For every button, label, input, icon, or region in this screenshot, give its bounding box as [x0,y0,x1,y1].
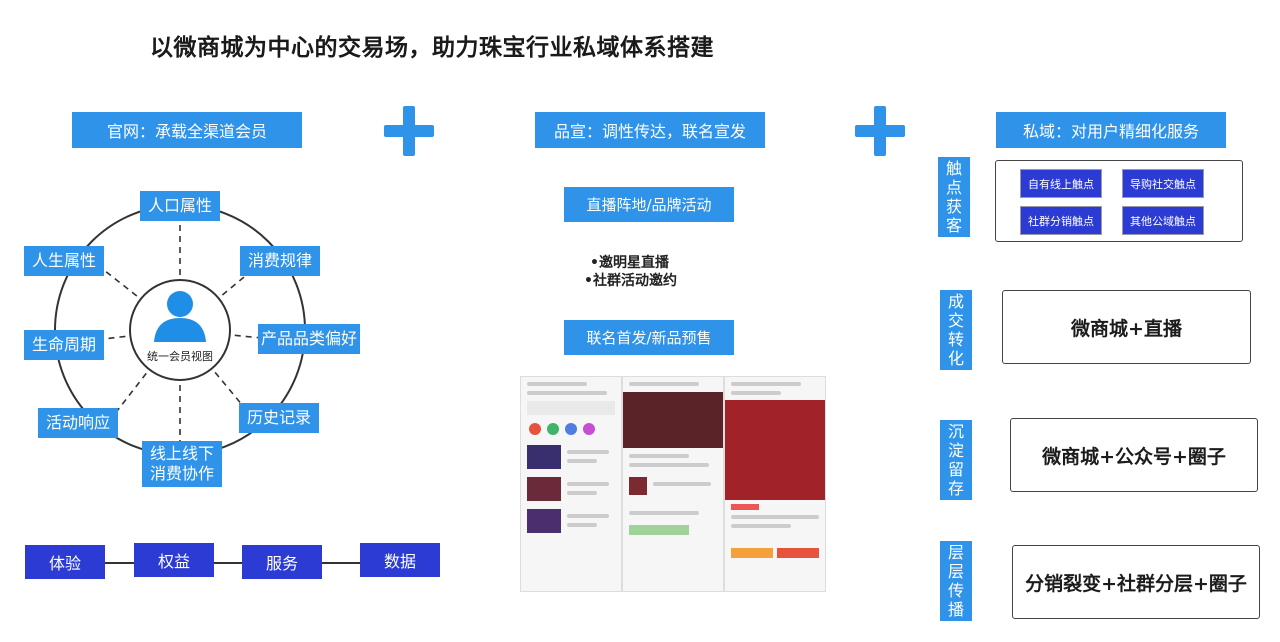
co-launch-box: 联名首发/新品预售 [564,320,734,355]
mid-column-header: 品宣：调性传达，联名宣发 [535,112,765,148]
node-consumption: 消费规律 [240,246,320,276]
chip-community-distribution: 社群分销触点 [1020,206,1102,235]
node-category: 产品品类偏好 [258,324,360,354]
node-online-offline: 线上线下 消费协作 [142,441,222,487]
tag-spread: 层 层 传 播 [940,541,972,621]
chip-other-public: 其他公域触点 [1122,206,1204,235]
node-history: 历史记录 [239,403,319,433]
tag-char: 存 [947,479,964,498]
phone-screenshot-mall [520,376,622,592]
node-online-offline-line1: 线上线下 [149,444,214,463]
tag-char: 交 [947,311,964,330]
left-column-header: 官网：承载全渠道会员 [72,112,302,148]
live-activity-box: 直播阵地/品牌活动 [564,187,734,222]
chain-item-experience: 体验 [25,545,105,579]
tag-char: 层 [947,562,964,581]
spread-box: 分销裂变+社群分层+圈子 [1012,545,1260,619]
user-avatar-icon [154,291,206,342]
chip-own-online: 自有线上触点 [1020,169,1102,198]
plus-icon [384,106,434,156]
retention-box: 微商城+公众号+圈子 [1010,418,1258,492]
chip-guide-social: 导购社交触点 [1122,169,1204,198]
chain-item-data: 数据 [360,543,440,577]
chain-line [104,562,364,564]
center-label: 统一会员视图 [147,350,213,363]
tag-char: 转 [947,330,964,349]
node-online-offline-line2: 消费协作 [149,464,214,483]
tag-char: 获 [945,197,962,216]
node-lifecycle: 生命周期 [24,330,104,360]
tag-char: 沉 [947,422,964,441]
tag-char: 传 [947,581,964,600]
phone-screenshot-live [622,376,724,592]
bullet-star-live: •邀明星直播 [590,255,669,271]
tag-char: 化 [947,349,964,368]
tag-char: 留 [947,460,964,479]
tag-char: 淀 [947,441,964,460]
tag-char: 层 [947,543,964,562]
tag-char: 点 [945,178,962,197]
right-column-header: 私域：对用户精细化服务 [996,112,1226,148]
bullet-community-invite: •社群活动邀约 [584,273,677,289]
tag-touchpoint: 触 点 获 客 [938,157,970,237]
chain-item-benefits: 权益 [134,543,214,577]
phone-screenshot-product [724,376,826,592]
chain-item-service: 服务 [242,545,322,579]
tag-char: 成 [947,292,964,311]
node-activity: 活动响应 [38,408,118,438]
node-life: 人生属性 [24,246,104,276]
plus-icon [855,106,905,156]
tag-retention: 沉 淀 留 存 [940,420,972,500]
page-title: 以微商城为中心的交易场，助力珠宝行业私域体系搭建 [150,35,714,61]
tag-conversion: 成 交 转 化 [940,290,972,370]
node-population: 人口属性 [140,191,220,221]
conversion-box: 微商城+直播 [1002,290,1251,364]
tag-char: 客 [945,216,962,235]
tag-char: 触 [945,159,962,178]
tag-char: 播 [947,600,964,619]
